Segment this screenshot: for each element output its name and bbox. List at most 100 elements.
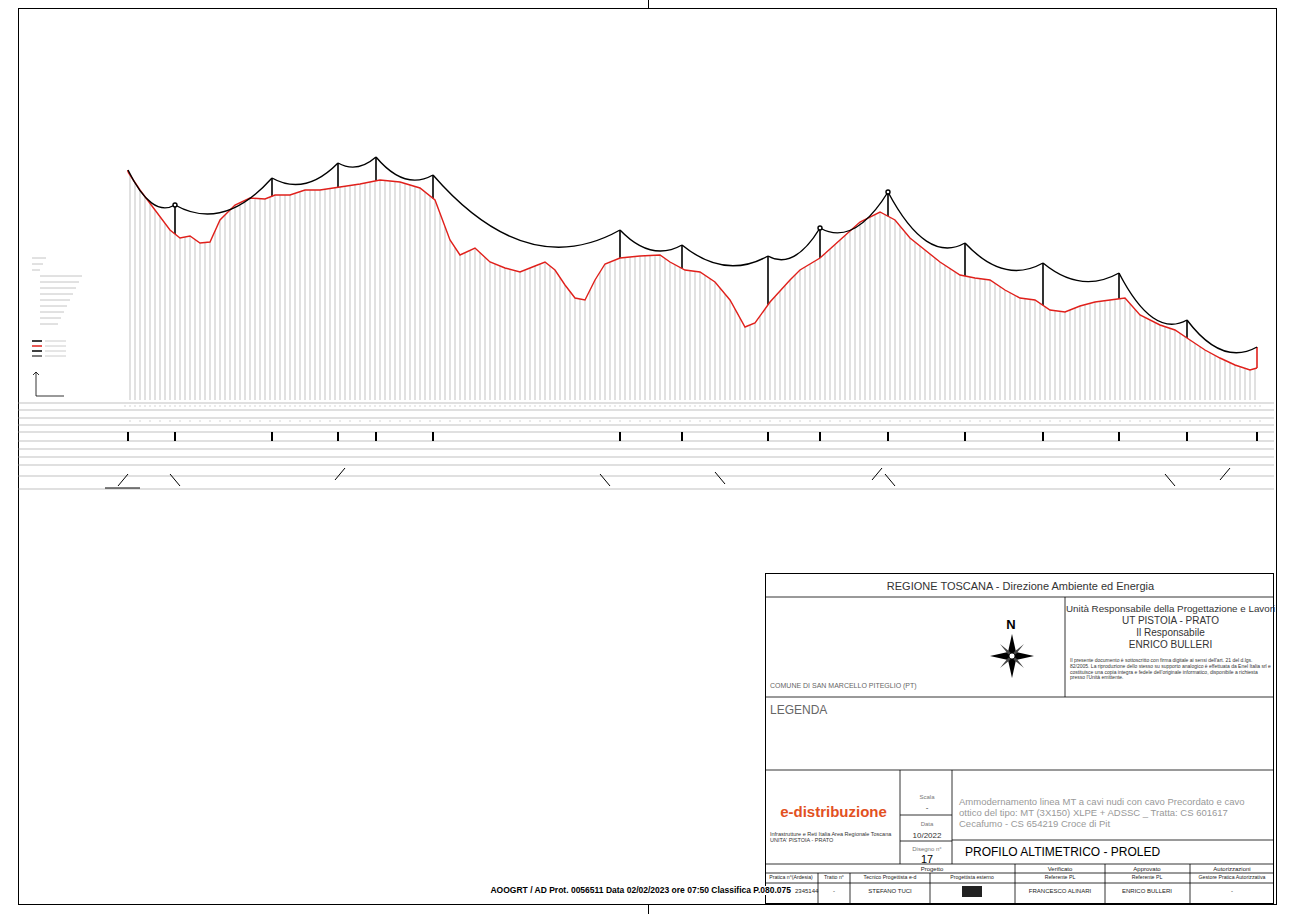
tick (1040, 420, 1041, 422)
tick (580, 405, 581, 407)
hatch-line (1190, 340, 1191, 400)
tick (980, 405, 981, 407)
tick (1100, 405, 1101, 407)
tick (365, 405, 366, 407)
tick (480, 405, 481, 407)
tick (970, 420, 971, 422)
pole (375, 157, 377, 181)
ground-line (128, 172, 1257, 370)
tick (530, 420, 531, 422)
tick (1130, 405, 1131, 407)
tick (275, 405, 276, 407)
hatch-line (850, 231, 851, 400)
legend-sample (32, 340, 42, 342)
tick (395, 405, 396, 407)
hatch-line (400, 182, 401, 400)
tick (410, 420, 411, 422)
tick (620, 405, 621, 407)
tick (870, 420, 871, 422)
table-cell-text: Verificato (1048, 866, 1073, 873)
hatch-line (335, 188, 336, 400)
tick (175, 405, 176, 407)
table-row-line (18, 418, 1274, 419)
cell-text: Ammodernamento linea MT a cavi nudi con … (959, 797, 1269, 830)
tick (595, 405, 596, 407)
tick (915, 405, 916, 407)
table-row-line (18, 403, 1274, 404)
tick (920, 405, 921, 407)
hatch-line (1035, 300, 1036, 400)
tick (630, 420, 631, 422)
tick (220, 405, 221, 407)
hatch-line (535, 266, 536, 400)
hatch-line (730, 300, 731, 400)
tick (660, 420, 661, 422)
tick (290, 420, 291, 422)
tick (1160, 405, 1161, 407)
cell-text: e-distribuzione (770, 803, 897, 820)
tick (920, 420, 921, 422)
hatch-line (785, 286, 786, 401)
hatch-line (220, 220, 221, 400)
tick (800, 420, 801, 422)
tick (1250, 420, 1251, 422)
hatch-line (910, 238, 911, 400)
cell-text: COMUNE DI SAN MARCELLO PITEGLIO (PT) (770, 682, 1060, 690)
cell-text: UT PISTOIA - PRATO (1066, 615, 1275, 627)
tick (580, 420, 581, 422)
span-mark (375, 432, 377, 441)
legend-scribble (40, 324, 58, 325)
tick (900, 405, 901, 407)
tick (1130, 420, 1131, 422)
angle-symbol (1165, 474, 1175, 486)
hatch-line (705, 275, 706, 400)
conductor-sag (768, 228, 820, 260)
table-row-line (18, 489, 1274, 490)
tick (540, 420, 541, 422)
tick (430, 405, 431, 407)
tick (375, 405, 376, 407)
tick (360, 405, 361, 407)
tick (1245, 405, 1246, 407)
hatch-line (775, 297, 776, 401)
tick (270, 405, 271, 407)
hatch-line (1020, 298, 1021, 400)
table-cell-text: FRANCESCO ALINARI (1029, 888, 1091, 895)
tick (1000, 420, 1001, 422)
span-mark (432, 432, 434, 441)
hatch-line (175, 234, 176, 400)
tick (205, 405, 206, 407)
table-cell-text: - (1231, 888, 1233, 895)
tick (450, 420, 451, 422)
tick (470, 420, 471, 422)
cell-text: Data (901, 821, 953, 828)
hatch-line (350, 186, 351, 401)
hatch-line (1055, 311, 1056, 400)
tick (870, 405, 871, 407)
tick (210, 405, 211, 407)
hatch-line (435, 200, 436, 400)
cell-text: Infrastrutture e Reti Italia Area Region… (770, 831, 897, 844)
tick (450, 405, 451, 407)
tick (1080, 405, 1081, 407)
tick (790, 420, 791, 422)
hatch-line (130, 175, 131, 400)
span-mark (1042, 432, 1044, 441)
conductor-sag (338, 157, 376, 167)
hatch-line (635, 257, 636, 401)
tick (535, 405, 536, 407)
tick (1030, 405, 1031, 407)
cell-text: 10/2022 (901, 831, 953, 840)
hatch-line (765, 309, 766, 400)
tick (455, 405, 456, 407)
tick (310, 420, 311, 422)
hatch-line (455, 248, 456, 401)
tick (260, 420, 261, 422)
tick (650, 420, 651, 422)
tick (440, 405, 441, 407)
hatch-line (1075, 308, 1076, 400)
tick (935, 405, 936, 407)
hatch-line (1170, 328, 1171, 400)
tick (465, 405, 466, 407)
tick (1030, 420, 1031, 422)
